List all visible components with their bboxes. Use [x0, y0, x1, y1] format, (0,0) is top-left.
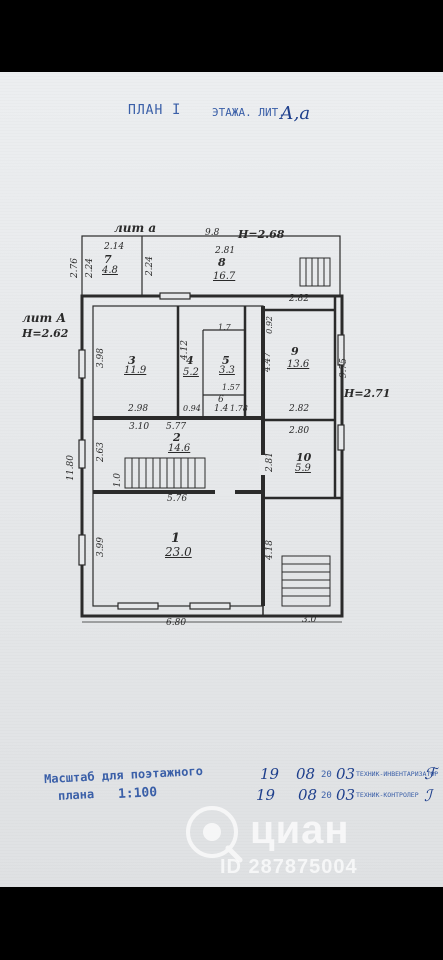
- room-7-number: 7: [104, 253, 112, 266]
- floor-plan-sheet: [0, 72, 443, 887]
- dim-2-82-bottom: 2.82: [289, 404, 310, 414]
- scale-caption-line2: плана: [57, 787, 95, 803]
- dim-1-7: 1.7: [218, 323, 231, 332]
- room-2-area: 14.6: [168, 443, 191, 454]
- room-4-number: 4: [186, 354, 194, 367]
- dim-1-0: 1.0: [113, 473, 123, 488]
- plan-lit-letters: А,а: [280, 103, 311, 124]
- dim-3-10: 3.10: [129, 422, 150, 432]
- signoff-2-day: 19: [256, 786, 276, 804]
- plan-title-mid: ЭТАЖА. ЛИТ.: [212, 106, 285, 119]
- dim-2-63: 2.63: [96, 442, 106, 463]
- stairs-entrance: [281, 555, 331, 607]
- room-5-area: 3.3: [219, 365, 235, 376]
- dim-0-92: 0.92: [265, 316, 274, 334]
- dim-2-80: 2.80: [289, 426, 310, 436]
- dim-2-24-mid: 2.24: [145, 256, 155, 277]
- dim-2-14: 2.14: [104, 242, 125, 252]
- room-9-number: 9: [291, 345, 299, 358]
- dim-3-99: 3.99: [96, 537, 106, 558]
- room-10-area: 5.9: [295, 463, 311, 474]
- signoff-1-day: 19: [260, 765, 280, 783]
- dim-3-0: 3.0: [302, 615, 317, 625]
- stairs-room-2: [124, 457, 206, 489]
- dim-5-76: 5.76: [167, 494, 188, 504]
- signoff-1-role: ТЕХНИК-ИНВЕНТАРИЗАТОР: [356, 770, 439, 778]
- room-7-area: 4.8: [102, 265, 118, 276]
- signoff-1-month: 08: [296, 765, 316, 783]
- plan-floor-number: I: [172, 102, 181, 118]
- dim-1-57: 1.57: [222, 383, 240, 392]
- room-5-number: 5: [222, 354, 230, 367]
- watermark-logo-icon: [186, 806, 243, 863]
- dim-3-98: 3.98: [96, 348, 106, 369]
- dim-6-80: 6.80: [166, 618, 187, 628]
- signoff-1-year-prefix: 20: [321, 770, 332, 780]
- dim-0-94: 0.94: [183, 404, 201, 413]
- dim-9-75: 9.75: [339, 358, 349, 379]
- room-1-number: 1: [171, 531, 181, 546]
- dim-4-47: 4.47: [263, 352, 273, 373]
- signoff-2-role: ТЕХНИК-КОНТРОЛЕР: [356, 791, 419, 799]
- room-3-area: 11.9: [124, 365, 147, 376]
- signoff-2-year: 03: [336, 786, 356, 804]
- plan-title-prefix: ПЛАН: [128, 103, 164, 118]
- room-6-area: 1.4: [214, 404, 229, 414]
- room-8-number: 8: [218, 256, 226, 269]
- watermark-brand: циан: [250, 808, 350, 852]
- outbuilding-label: лит а: [114, 221, 157, 235]
- dim-4-18: 4.18: [265, 540, 275, 561]
- dim-5-77: 5.77: [166, 422, 187, 432]
- dim-2-81-top: 2.81: [215, 246, 236, 256]
- room-3-number: 3: [128, 354, 136, 367]
- signoff-1-signature-icon: ℱ: [424, 764, 437, 783]
- signoff-2-month: 08: [298, 786, 318, 804]
- dim-2-24-left: 2.24: [85, 258, 95, 279]
- dim-2-98: 2.98: [128, 404, 149, 414]
- signoff-1-year: 03: [336, 765, 356, 783]
- dim-2-82-top: 2.82: [289, 294, 310, 304]
- main-building-label: лит А: [22, 311, 67, 325]
- room-2-number: 2: [173, 431, 181, 444]
- stairs-top: [299, 257, 331, 287]
- room-6-number: 6: [218, 395, 224, 405]
- scale-value: 1:100: [117, 784, 158, 803]
- room-4-area: 5.2: [183, 367, 199, 378]
- dim-4-12: 4.12: [180, 340, 190, 361]
- dim-2-81-right: 2.81: [265, 452, 275, 473]
- signoff-2-signature-icon: ℐ: [424, 786, 432, 805]
- room-9-area: 13.6: [287, 359, 310, 370]
- right-height: Н=2.71: [344, 387, 391, 400]
- signoff-2-year-prefix: 20: [321, 791, 332, 801]
- main-building-height: Н=2.62: [22, 327, 69, 340]
- paper-texture: [0, 72, 443, 887]
- room-1-area: 23.0: [165, 545, 192, 559]
- dim-1-78: 1.78: [230, 404, 248, 413]
- dim-2-76: 2.76: [70, 258, 80, 279]
- outbuilding-height: Н=2.68: [238, 228, 285, 241]
- room-10-number: 10: [296, 451, 312, 464]
- watermark-id: ID 287875004: [220, 856, 358, 878]
- dim-11-80: 11.80: [66, 455, 76, 481]
- room-8-area: 16.7: [213, 271, 236, 282]
- outbuilding-width: 9.8: [205, 228, 220, 238]
